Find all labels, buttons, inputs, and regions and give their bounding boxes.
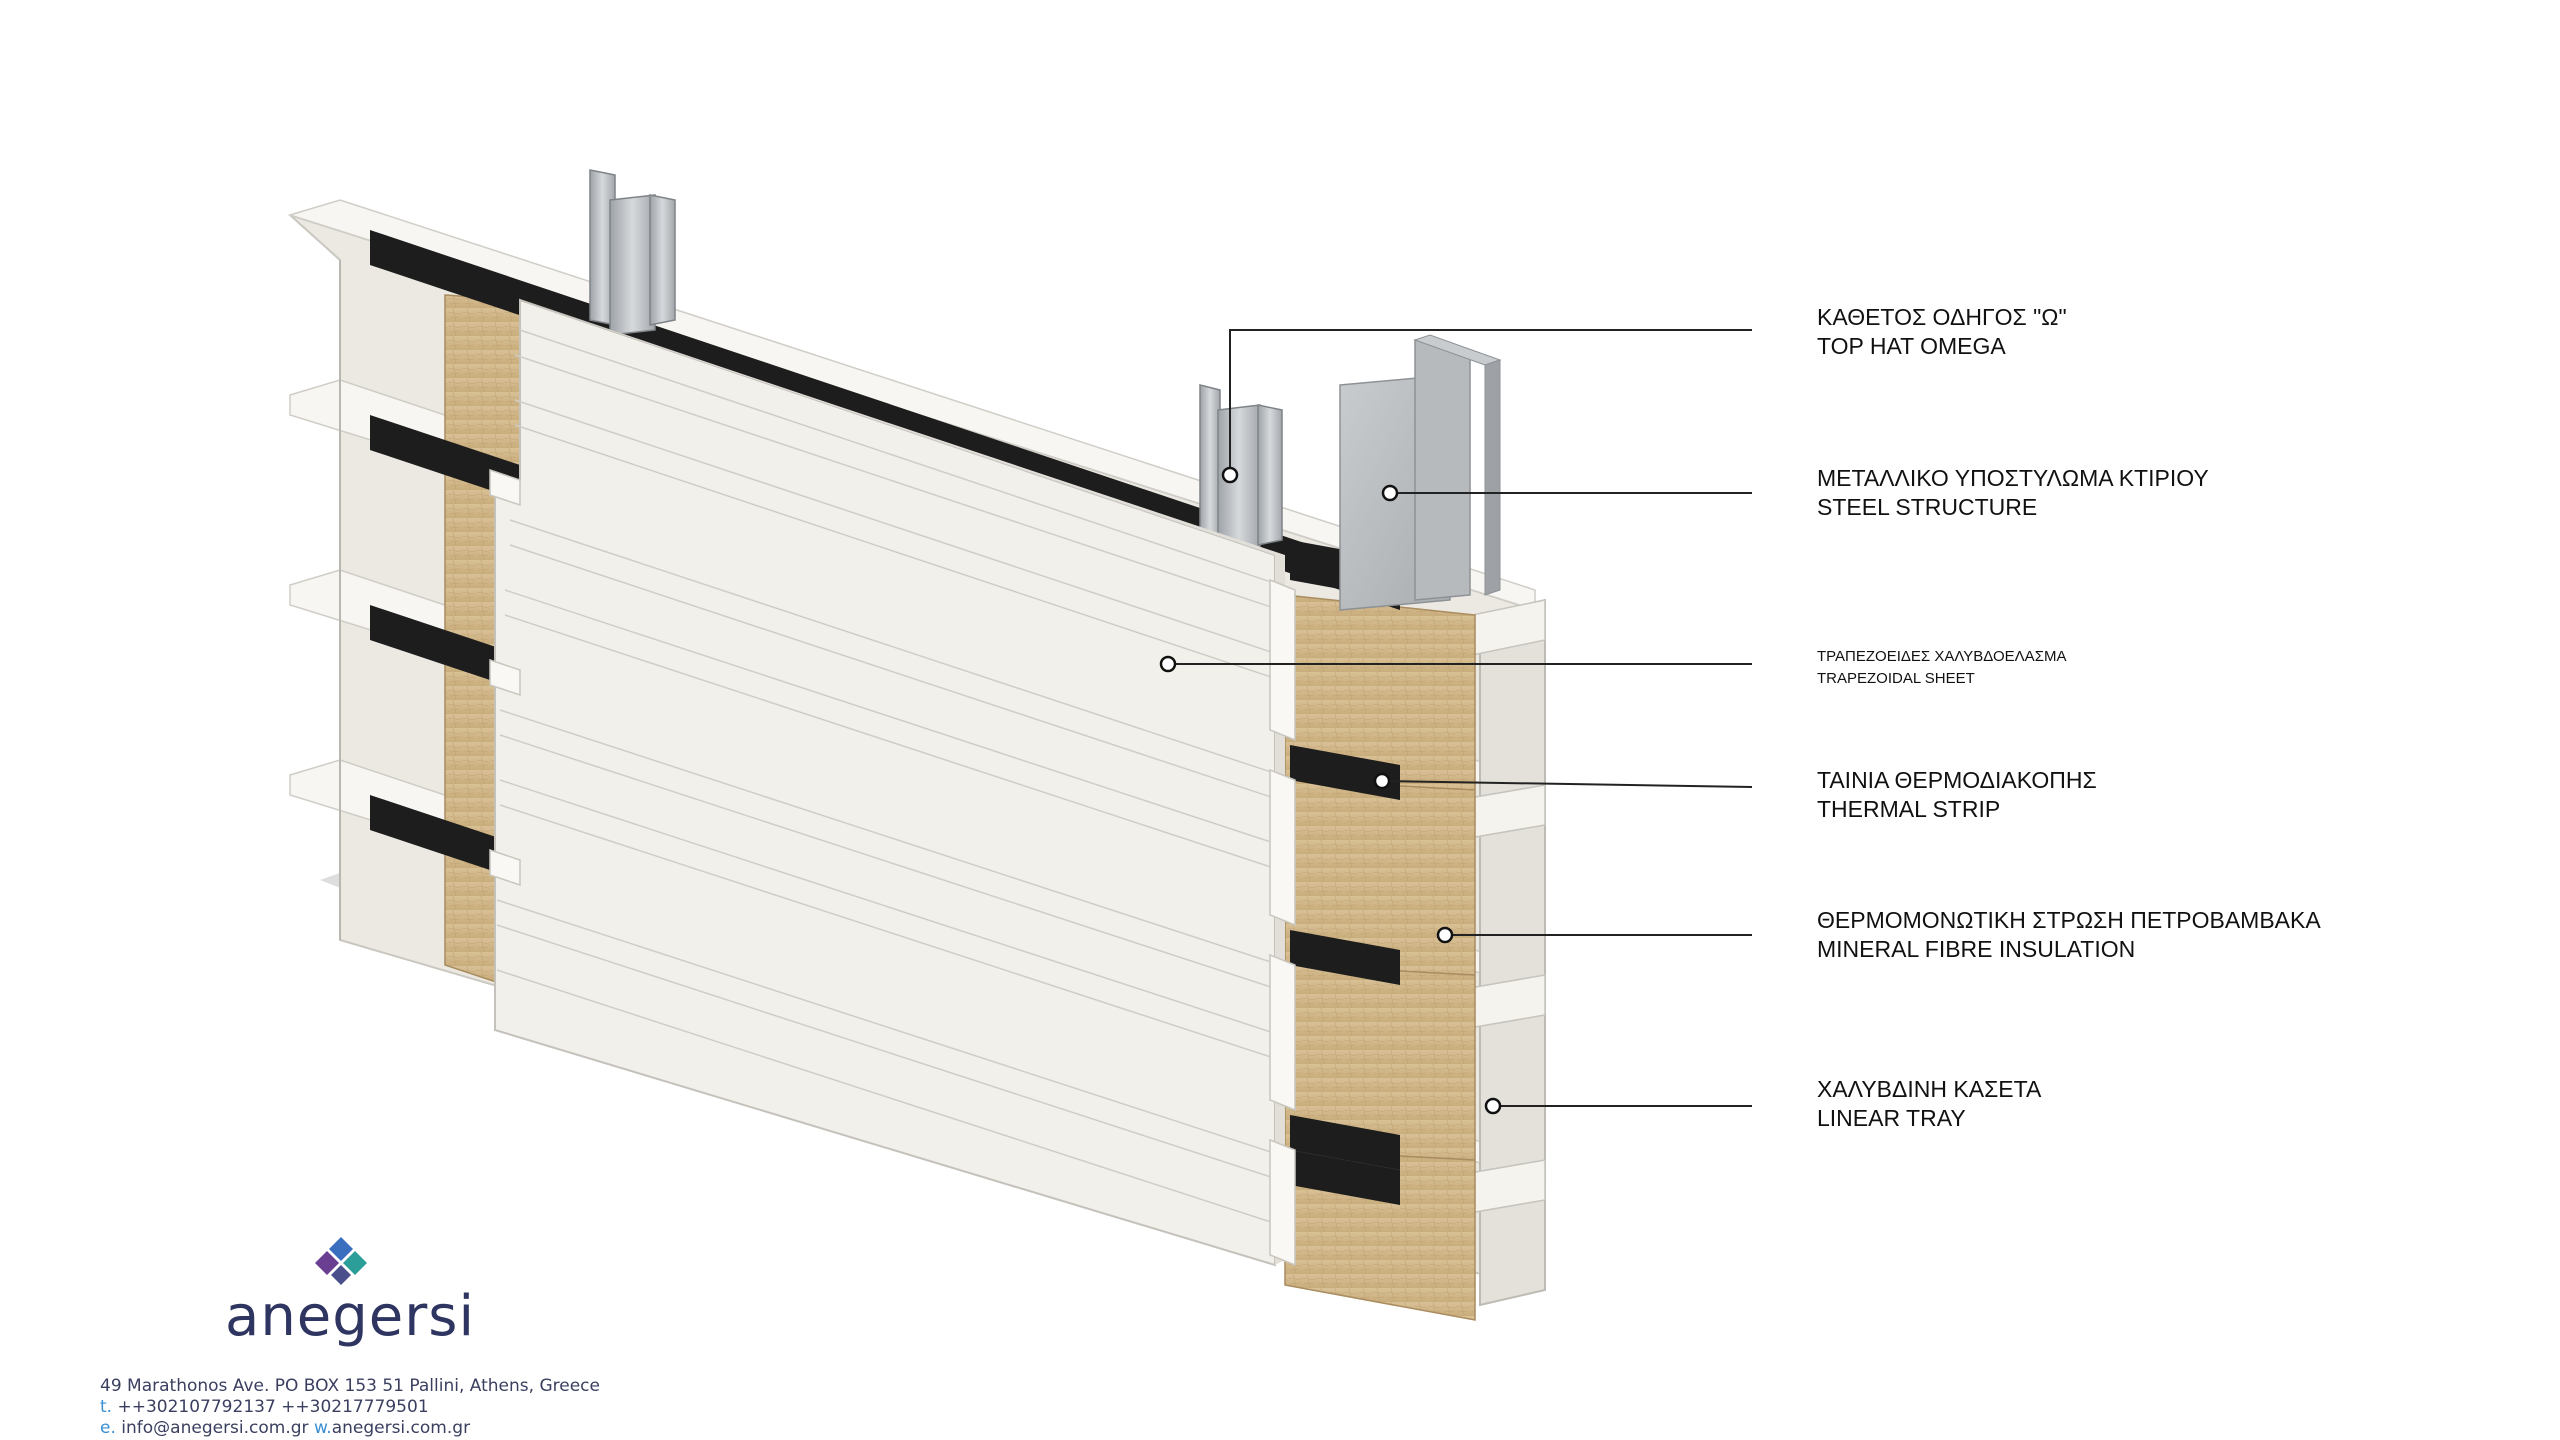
callout-greek: ΚΑΘΕΤΟΣ ΟΔΗΓΟΣ "Ω" — [1817, 304, 2067, 330]
marker-top-hat-omega — [1221, 466, 1239, 484]
email-prefix: e. — [100, 1418, 116, 1438]
callout-english: LINEAR TRAY — [1817, 1105, 1966, 1131]
brand-logo: anegersi — [225, 1235, 476, 1350]
callout-mineral-fibre-insulation: ΘΕΡΜΟΜΟΝΩΤΙΚΗ ΣΤΡΩΣΗ ΠΕΤΡΟΒΑΜΒΑΚΑ MINERA… — [1817, 906, 2321, 964]
top-hat-omega-right — [1199, 384, 1283, 556]
leader-thermal-strip — [1381, 780, 1753, 788]
marker-thermal-strip — [1373, 772, 1391, 790]
phone-numbers: ++302107792137 ++30217779501 — [117, 1397, 429, 1417]
logo-mark-icon — [315, 1237, 367, 1285]
callout-top-hat-omega: ΚΑΘΕΤΟΣ ΟΔΗΓΟΣ "Ω" TOP HAT OMEGA — [1817, 303, 2067, 361]
callout-thermal-strip: ΤΑΙΝΙΑ ΘΕΡΜΟΔΙΑΚΟΠΗΣ THERMAL STRIP — [1817, 766, 2097, 824]
leader-lines — [1168, 329, 1753, 1107]
email-link[interactable]: info@anegersi.com.gr — [121, 1418, 309, 1438]
callout-english: TRAPEZOIDAL SHEET — [1817, 670, 1975, 687]
callout-greek: ΜΕΤΑΛΛΙΚΟ ΥΠΟΣΤΥΛΩΜΑ ΚΤΙΡΙΟΥ — [1817, 465, 2209, 491]
callout-steel-structure: ΜΕΤΑΛΛΙΚΟ ΥΠΟΣΤΥΛΩΜΑ ΚΤΙΡΙΟΥ STEEL STRUC… — [1817, 464, 2209, 522]
callout-trapezoidal-sheet: ΤΡΑΠΕΖΟΕΙΔΕΣ ΧΑΛΥΒΔΟΕΛΑΣΜΑ TRAPEZOIDAL S… — [1817, 646, 2066, 690]
trapezoidal-sheet — [489, 298, 1296, 1267]
callout-greek: ΘΕΡΜΟΜΟΝΩΤΙΚΗ ΣΤΡΩΣΗ ΠΕΤΡΟΒΑΜΒΑΚΑ — [1817, 907, 2321, 933]
brand-name: anegersi — [225, 1284, 476, 1349]
address: 49 Marathonos Ave. PO BOX 153 51 Pallini… — [100, 1376, 600, 1396]
steel-column — [1339, 334, 1502, 611]
contact-info: 49 Marathonos Ave. PO BOX 153 51 Pallini… — [100, 1376, 600, 1439]
leader-top-hat-omega — [1229, 329, 1752, 475]
callout-greek: ΤΑΙΝΙΑ ΘΕΡΜΟΔΙΑΚΟΠΗΣ — [1817, 767, 2097, 793]
marker-linear-tray — [1484, 1097, 1502, 1115]
website-link[interactable]: anegersi.com.gr — [331, 1418, 471, 1438]
phone-prefix: t. — [100, 1397, 113, 1417]
callout-english: MINERAL FIBRE INSULATION — [1817, 936, 2136, 962]
marker-steel-structure — [1381, 484, 1399, 502]
callout-english: TOP HAT OMEGA — [1817, 333, 2006, 359]
phone-row: t. ++302107792137 ++30217779501 — [100, 1397, 600, 1418]
callout-greek: ΤΡΑΠΕΖΟΕΙΔΕΣ ΧΑΛΥΒΔΟΕΛΑΣΜΑ — [1817, 648, 2067, 665]
marker-trapezoidal-sheet — [1159, 655, 1177, 673]
top-hat-omega-left — [589, 169, 676, 336]
email-row: e. info@anegersi.com.gr w.anegersi.com.g… — [100, 1418, 600, 1439]
callout-linear-tray: ΧΑΛΥΒΔΙΝΗ ΚΑΣΕΤΑ LINEAR TRAY — [1817, 1075, 2041, 1133]
callout-english: STEEL STRUCTURE — [1817, 494, 2038, 520]
callout-greek: ΧΑΛΥΒΔΙΝΗ ΚΑΣΕΤΑ — [1817, 1076, 2042, 1102]
callout-markers — [1159, 466, 1502, 1115]
callout-english: THERMAL STRIP — [1817, 796, 2001, 822]
marker-mineral-fibre — [1436, 926, 1454, 944]
web-prefix: w. — [313, 1418, 332, 1438]
